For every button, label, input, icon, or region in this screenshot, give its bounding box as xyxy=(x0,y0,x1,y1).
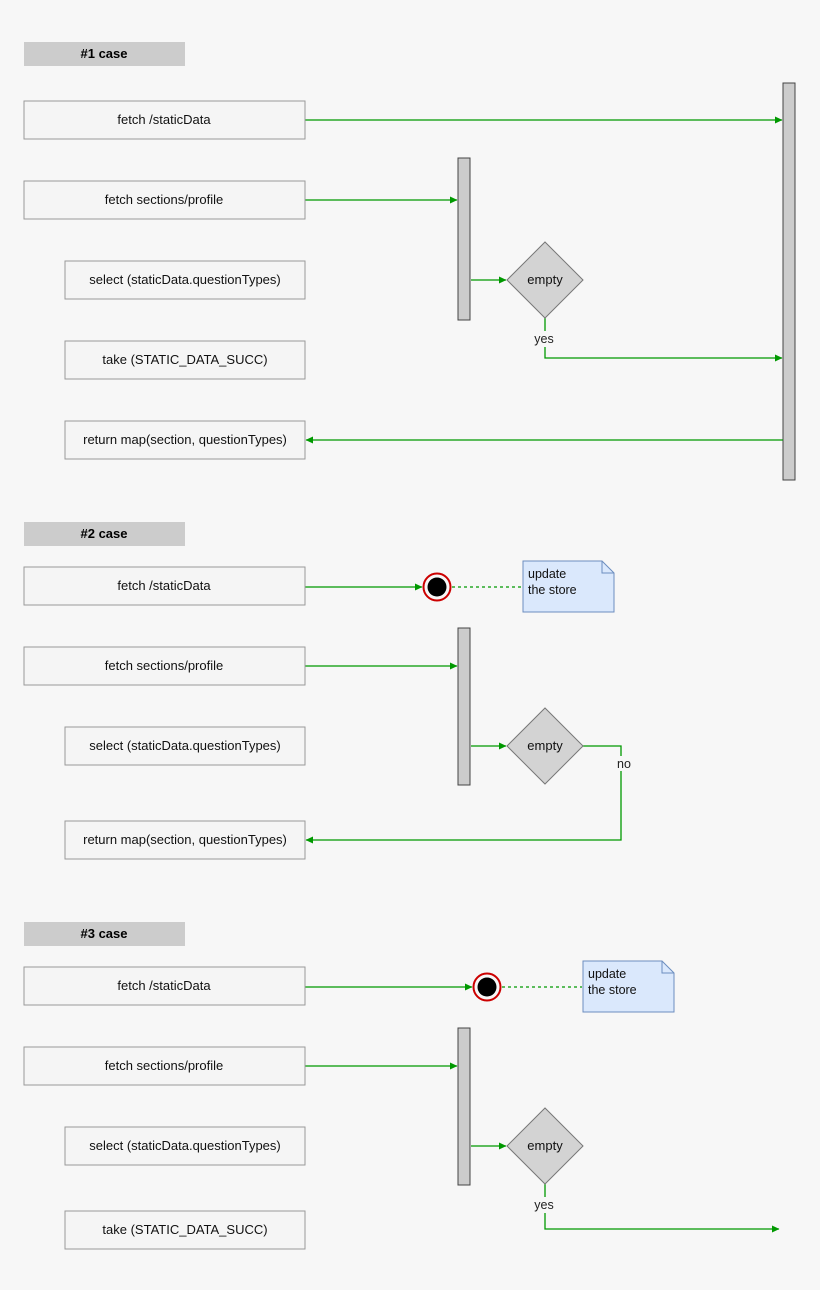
case-3-final-state-dot-icon xyxy=(477,977,497,997)
case-1-action-fetch-staticdata xyxy=(23,100,306,140)
case-2-branch-label-bg xyxy=(612,756,636,771)
case-1-mid-activity-bar xyxy=(457,157,471,321)
case-3-note-shape xyxy=(582,960,675,1013)
case-2-action-select-label: select (staticData.questionTypes) xyxy=(89,738,280,753)
case-1-decision-label: empty xyxy=(527,272,563,287)
case-2-action-fetch-staticdata xyxy=(23,566,306,606)
case-2-final-state-dot-icon xyxy=(427,577,447,597)
case-3-note-fold xyxy=(661,961,674,974)
case-2-edge-no-branch xyxy=(305,745,622,844)
case-3-note-line-2: the store xyxy=(588,983,637,997)
case-2-decision-diamond xyxy=(506,707,584,785)
case-3-branch-label-bg xyxy=(529,1197,559,1213)
case-1-action-select xyxy=(64,260,306,300)
case-3-decision-label: empty xyxy=(527,1138,563,1153)
case-2-note-shape xyxy=(522,560,615,613)
case-1-title-box xyxy=(24,42,185,66)
case-3-action-fetch-staticdata-label: fetch /staticData xyxy=(117,978,211,993)
case-1-right-activity-bar xyxy=(782,82,796,481)
case-3-note-line-1: update xyxy=(588,967,626,981)
case-1-section: #1 case fetch /staticData fetch sections… xyxy=(23,42,796,481)
case-3-edge-yes-branch xyxy=(544,1184,780,1233)
case-2-note-line-1: update xyxy=(528,567,566,581)
case-2-action-return-map-label: return map(section, questionTypes) xyxy=(83,832,287,847)
case-1-action-fetch-staticdata-label: fetch /staticData xyxy=(117,112,211,127)
case-1-action-fetch-sections xyxy=(23,180,306,220)
case-2-note-line-2: the store xyxy=(528,583,577,597)
case-2-action-select xyxy=(64,726,306,766)
case-3-section: #3 case fetch /staticData fetch sections… xyxy=(23,922,780,1250)
case-1-title: #1 case xyxy=(81,46,128,61)
case-3-title-box xyxy=(24,922,185,946)
case-1-decision-diamond xyxy=(506,241,584,319)
case-2-section: #2 case fetch /staticData fetch sections… xyxy=(23,522,636,860)
case-1-branch-label: yes xyxy=(534,332,553,346)
case-2-title: #2 case xyxy=(81,526,128,541)
case-2-mid-activity-bar xyxy=(457,627,471,786)
case-2-action-fetch-staticdata-label: fetch /staticData xyxy=(117,578,211,593)
case-1-action-select-label: select (staticData.questionTypes) xyxy=(89,272,280,287)
case-3-decision-diamond xyxy=(506,1107,584,1185)
case-2-title-box xyxy=(24,522,185,546)
case-3-title: #3 case xyxy=(81,926,128,941)
case-1-action-take xyxy=(64,340,306,380)
case-1-action-return-map xyxy=(64,420,306,460)
case-3-final-state-ring-icon xyxy=(472,972,502,1002)
case-2-note-fold xyxy=(601,561,614,574)
case-3-action-fetch-staticdata xyxy=(23,966,306,1006)
case-2-action-return-map xyxy=(64,820,306,860)
case-1-action-return-map-label: return map(section, questionTypes) xyxy=(83,432,287,447)
case-3-action-take xyxy=(64,1210,306,1250)
case-2-final-state-ring-icon xyxy=(422,572,452,602)
case-3-branch-label: yes xyxy=(534,1198,553,1212)
case-2-action-fetch-sections xyxy=(23,646,306,686)
case-3-action-fetch-sections-label: fetch sections/profile xyxy=(105,1058,224,1073)
case-1-edge-yes-branch xyxy=(544,318,783,362)
case-2-action-fetch-sections-label: fetch sections/profile xyxy=(105,658,224,673)
case-2-branch-label: no xyxy=(617,757,631,771)
case-3-mid-activity-bar xyxy=(457,1027,471,1186)
case-1-branch-label-bg xyxy=(529,331,559,347)
case-3-action-select-label: select (staticData.questionTypes) xyxy=(89,1138,280,1153)
case-1-action-fetch-sections-label: fetch sections/profile xyxy=(105,192,224,207)
case-1-action-take-label: take (STATIC_DATA_SUCC) xyxy=(102,352,267,367)
case-2-decision-label: empty xyxy=(527,738,563,753)
case-3-action-take-label: take (STATIC_DATA_SUCC) xyxy=(102,1222,267,1237)
case-3-action-fetch-sections xyxy=(23,1046,306,1086)
case-3-action-select xyxy=(64,1126,306,1166)
